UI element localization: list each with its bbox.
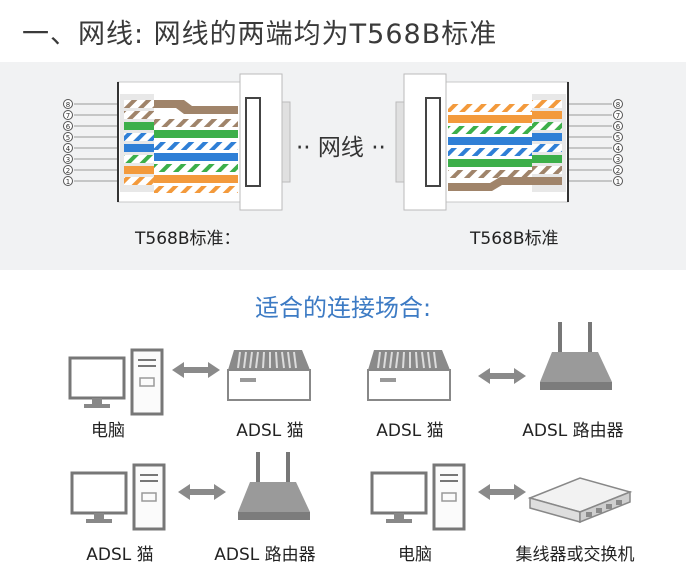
pin-number: 2 <box>616 167 620 175</box>
scenario-1-left-label: 电脑 <box>91 421 125 441</box>
scenario-4-right-label: 集线器或交换机 <box>515 545 635 565</box>
pin-number: 7 <box>66 112 70 120</box>
right-pin-numbers: 1 2 3 4 5 6 7 8 <box>613 99 623 186</box>
pin-circle <box>63 110 73 120</box>
pin-number: 6 <box>616 123 621 131</box>
pin-circle <box>63 121 73 131</box>
pin-circle <box>613 132 623 142</box>
computer-icon <box>70 463 166 531</box>
cable-label: ·· 网线 ·· <box>296 135 386 161</box>
adsl-router-icon <box>538 320 614 392</box>
pin-number: 1 <box>616 178 620 186</box>
pin-number: 4 <box>616 145 621 153</box>
bidirectional-arrow-icon <box>478 484 526 500</box>
computer-icon <box>370 463 466 531</box>
left-pin-numbers: 1 2 3 4 5 6 7 8 <box>63 99 73 186</box>
bidirectional-arrow-icon <box>478 368 526 384</box>
scenario-4-left-label: 电脑 <box>398 545 432 565</box>
pin-number: 3 <box>66 156 70 164</box>
page-title: 一、网线: 网线的两端均为T568B标准 <box>22 19 498 50</box>
pin-circle <box>613 121 623 131</box>
pin-circle <box>63 132 73 142</box>
adsl-modem-icon <box>367 349 451 401</box>
bidirectional-arrow-icon <box>172 362 220 378</box>
pin-number: 6 <box>66 123 71 131</box>
pin-number: 7 <box>616 112 620 120</box>
pin-number: 1 <box>66 178 70 186</box>
adsl-modem-icon <box>227 349 311 401</box>
pin-number: 2 <box>66 167 70 175</box>
scenario-2-right-label: ADSL 路由器 <box>522 421 624 441</box>
right-standard-label: T568B标准 <box>470 229 559 249</box>
pin-circle <box>63 165 73 175</box>
scenario-3-left-label: ADSL 猫 <box>86 545 154 565</box>
computer-icon <box>68 348 164 416</box>
left-standard-label: T568B标准： <box>135 229 241 249</box>
right-rj45-connector <box>395 73 612 211</box>
pin-circle <box>63 154 73 164</box>
wiring-panel <box>0 62 686 270</box>
pin-circle <box>613 176 623 186</box>
scenario-3-right-label: ADSL 路由器 <box>214 545 316 565</box>
pin-number: 8 <box>616 101 620 109</box>
switch-hub-icon <box>529 477 631 523</box>
pin-circle <box>613 165 623 175</box>
pin-circle <box>613 143 623 153</box>
pin-number: 5 <box>66 134 70 142</box>
pin-number: 3 <box>616 156 620 164</box>
pin-circle <box>63 99 73 109</box>
pin-circle <box>613 99 623 109</box>
pin-number: 8 <box>66 101 70 109</box>
bidirectional-arrow-icon <box>178 484 226 500</box>
scenario-1-right-label: ADSL 猫 <box>236 421 304 441</box>
adsl-router-icon <box>236 450 312 522</box>
scenario-subtitle: 适合的连接场合: <box>254 294 432 322</box>
pin-number: 5 <box>616 134 620 142</box>
pin-circle <box>613 154 623 164</box>
pin-circle <box>613 110 623 120</box>
pin-circle <box>63 176 73 186</box>
left-rj45-connector <box>74 73 291 211</box>
wiring-diagram: 1 2 3 4 5 6 7 8 1 2 3 4 5 6 7 8 <box>63 73 623 211</box>
pin-number: 4 <box>66 145 71 153</box>
pin-circle <box>63 143 73 153</box>
scenario-2-left-label: ADSL 猫 <box>376 421 444 441</box>
